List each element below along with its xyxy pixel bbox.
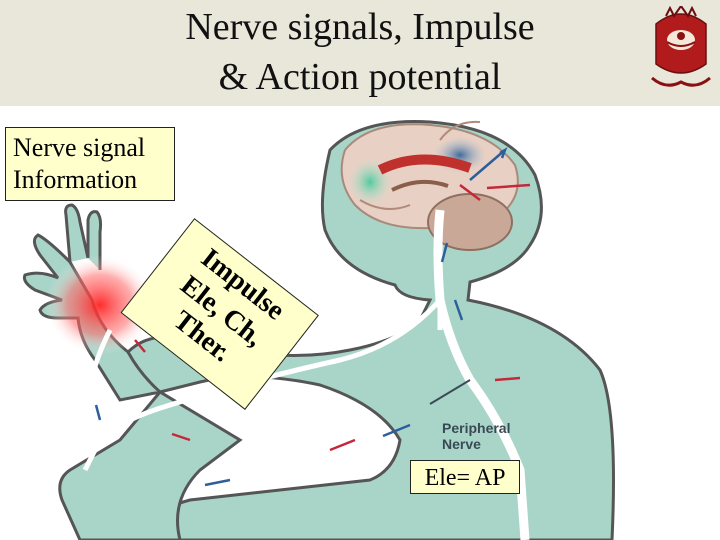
title-bar [0,0,720,106]
nerve-signal-info-box: Nerve signal Information [5,127,175,201]
info-box-line2: Information [13,165,138,194]
peripheral-label-line1: Peripheral [442,420,511,436]
peripheral-nerve-label: Peripheral Nerve [442,420,510,452]
action-potential-box: Ele= AP [410,460,520,494]
nerve-pathway [433,209,530,540]
slide-title-line1: Nerve signals, Impulse [185,6,535,48]
info-box-line1: Nerve signal [13,133,146,162]
nerve-illustration [23,120,615,540]
slide-title-line2: & Action potential [218,56,502,98]
university-crest-icon [651,6,711,87]
peripheral-label-line2: Nerve [442,436,481,452]
